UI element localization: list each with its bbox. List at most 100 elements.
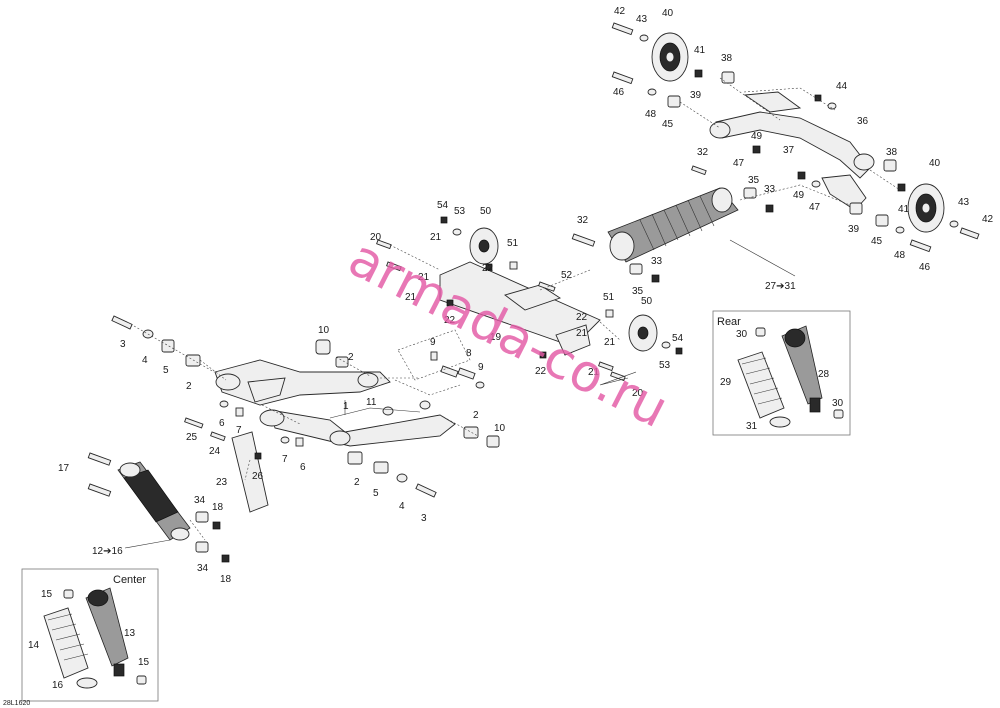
callout-2: 2: [186, 381, 192, 392]
callout-36: 36: [857, 116, 869, 127]
callout-18: 18: [220, 574, 232, 585]
callout-54: 54: [437, 200, 449, 211]
callout-50: 50: [480, 206, 492, 217]
callout-39: 39: [848, 224, 860, 235]
callout-45: 45: [871, 236, 883, 247]
callout-25: 25: [186, 432, 198, 443]
callout-22: 22: [535, 366, 547, 377]
callout-42: 42: [982, 214, 994, 225]
callout-15: 15: [41, 589, 53, 600]
callout-labels: 1 2 2 2 2 3 3 4 4 5 5 6 6 7 7 8 9 9 10 1…: [28, 6, 994, 691]
callout-27-31: 27➔31: [765, 281, 796, 292]
callout-21: 21: [588, 367, 600, 378]
callout-22: 22: [576, 312, 588, 323]
center-inset-parts: [43, 587, 147, 689]
callout-21: 21: [430, 232, 442, 243]
callout-47: 47: [809, 202, 821, 213]
callout-40: 40: [662, 8, 674, 19]
callout-38: 38: [886, 147, 898, 158]
callout-52: 52: [561, 270, 573, 281]
callout-12-16: 12➔16: [92, 546, 123, 557]
callout-22: 22: [444, 315, 456, 326]
callout-2: 2: [348, 352, 354, 363]
callout-8: 8: [466, 348, 472, 359]
callout-42: 42: [614, 6, 626, 17]
callout-54: 54: [672, 333, 684, 344]
callout-51: 51: [507, 238, 519, 249]
callout-21: 21: [604, 337, 616, 348]
callout-46: 46: [919, 262, 931, 273]
callout-48: 48: [894, 250, 906, 261]
callout-21: 21: [576, 328, 588, 339]
callout-26: 26: [252, 471, 264, 482]
callout-30: 30: [736, 329, 748, 340]
callout-32: 32: [577, 215, 589, 226]
callout-35: 35: [748, 175, 760, 186]
callout-16: 16: [52, 680, 64, 691]
callout-6: 6: [219, 418, 225, 429]
rear-shock-inset-box: [712, 310, 851, 436]
callout-39: 39: [690, 90, 702, 101]
center-shock-inset-box: [21, 568, 159, 702]
callout-31: 31: [746, 421, 758, 432]
callout-14: 14: [28, 640, 40, 651]
callout-3: 3: [120, 339, 126, 350]
leader-lines: [124, 77, 901, 549]
callout-23: 23: [216, 477, 228, 488]
callout-45: 45: [662, 119, 674, 130]
callout-17: 17: [58, 463, 70, 474]
front-arm-assembly: [214, 359, 456, 513]
callout-24: 24: [209, 446, 221, 457]
callout-53: 53: [454, 206, 466, 217]
callout-13: 13: [124, 628, 136, 639]
callout-48: 48: [645, 109, 657, 120]
callout-30: 30: [832, 398, 844, 409]
callout-46: 46: [613, 87, 625, 98]
callout-21: 21: [405, 292, 417, 303]
callout-35: 35: [632, 286, 644, 297]
callout-9: 9: [478, 362, 484, 373]
figure-reference-code: 28L1620: [3, 700, 30, 707]
callout-29: 29: [720, 377, 732, 388]
rear-shock-absorber: [571, 187, 774, 283]
callout-20: 20: [370, 232, 382, 243]
callout-5: 5: [163, 365, 169, 376]
callout-20: 20: [632, 388, 644, 399]
center-shock-absorber: [87, 452, 230, 563]
callout-11: 11: [366, 397, 377, 408]
callout-15: 15: [138, 657, 150, 668]
callout-50: 50: [641, 296, 653, 307]
callout-9: 9: [430, 337, 436, 348]
callout-34: 34: [197, 563, 209, 574]
callout-33: 33: [651, 256, 663, 267]
callout-47: 47: [733, 158, 745, 169]
callout-49: 49: [751, 131, 763, 142]
center-inset-title: Center: [113, 574, 146, 586]
callout-5: 5: [373, 488, 379, 499]
callout-40: 40: [929, 158, 941, 169]
callout-10: 10: [318, 325, 330, 336]
callout-28: 28: [818, 369, 830, 380]
callout-34: 34: [194, 495, 206, 506]
callout-32: 32: [697, 147, 709, 158]
middle-cross-shaft-assembly: [376, 216, 683, 382]
rear-arm-assembly: [611, 22, 980, 253]
callout-43: 43: [636, 14, 648, 25]
callout-49: 49: [793, 190, 805, 201]
callout-18: 18: [212, 502, 224, 513]
rear-inset-title: Rear: [717, 316, 741, 328]
callout-44: 44: [836, 81, 848, 92]
callout-37: 37: [783, 145, 795, 156]
callout-7: 7: [236, 425, 242, 436]
callout-10: 10: [494, 423, 506, 434]
callout-38: 38: [721, 53, 733, 64]
callout-2: 2: [354, 477, 360, 488]
callout-3: 3: [421, 513, 427, 524]
callout-22: 22: [482, 263, 494, 274]
callout-6: 6: [300, 462, 306, 473]
callout-33: 33: [764, 184, 776, 195]
rear-inset-parts: [737, 325, 844, 428]
callout-41: 41: [694, 45, 706, 56]
callout-51: 51: [603, 292, 615, 303]
